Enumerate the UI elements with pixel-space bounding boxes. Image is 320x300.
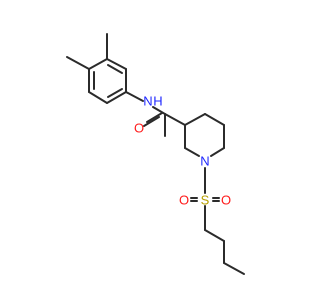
atom-ring-nitrogen: N <box>200 154 209 169</box>
bond-nh-carbonyl <box>152 106 166 115</box>
bond-carbonyl <box>146 112 163 123</box>
bond-piperidine <box>210 147 225 157</box>
bond-benzene <box>88 91 108 104</box>
bonds <box>66 33 245 275</box>
bond-carbonyl <box>143 116 160 127</box>
bond-benzene <box>106 58 127 70</box>
bond-butyl <box>223 262 245 275</box>
atom-sulfonyl-oxygen-right: O <box>221 193 231 208</box>
bond-butyl <box>204 229 225 242</box>
molecule-structure: N H O N S O O <box>66 33 245 275</box>
bond-benzene <box>88 58 108 70</box>
atom-sulfonyl-oxygen-left: O <box>179 193 189 208</box>
bond-benzene-double <box>107 64 123 74</box>
bond-piperidine <box>184 113 206 126</box>
bond-benzene-double <box>107 88 123 98</box>
bond-piperidine <box>204 113 225 126</box>
atom-nh-n: N <box>143 94 152 109</box>
atom-sulfur: S <box>201 193 210 208</box>
atom-carbonyl-oxygen: O <box>134 121 144 136</box>
bond-benzene <box>106 91 127 104</box>
atom-nh: N H <box>143 94 162 109</box>
bond-carbonyl-ring <box>164 113 186 126</box>
bond-aryl-nh <box>125 91 144 102</box>
bond-methyl-left <box>66 56 90 70</box>
atom-nh-h: H <box>153 94 162 109</box>
bond-piperidine <box>184 147 200 157</box>
